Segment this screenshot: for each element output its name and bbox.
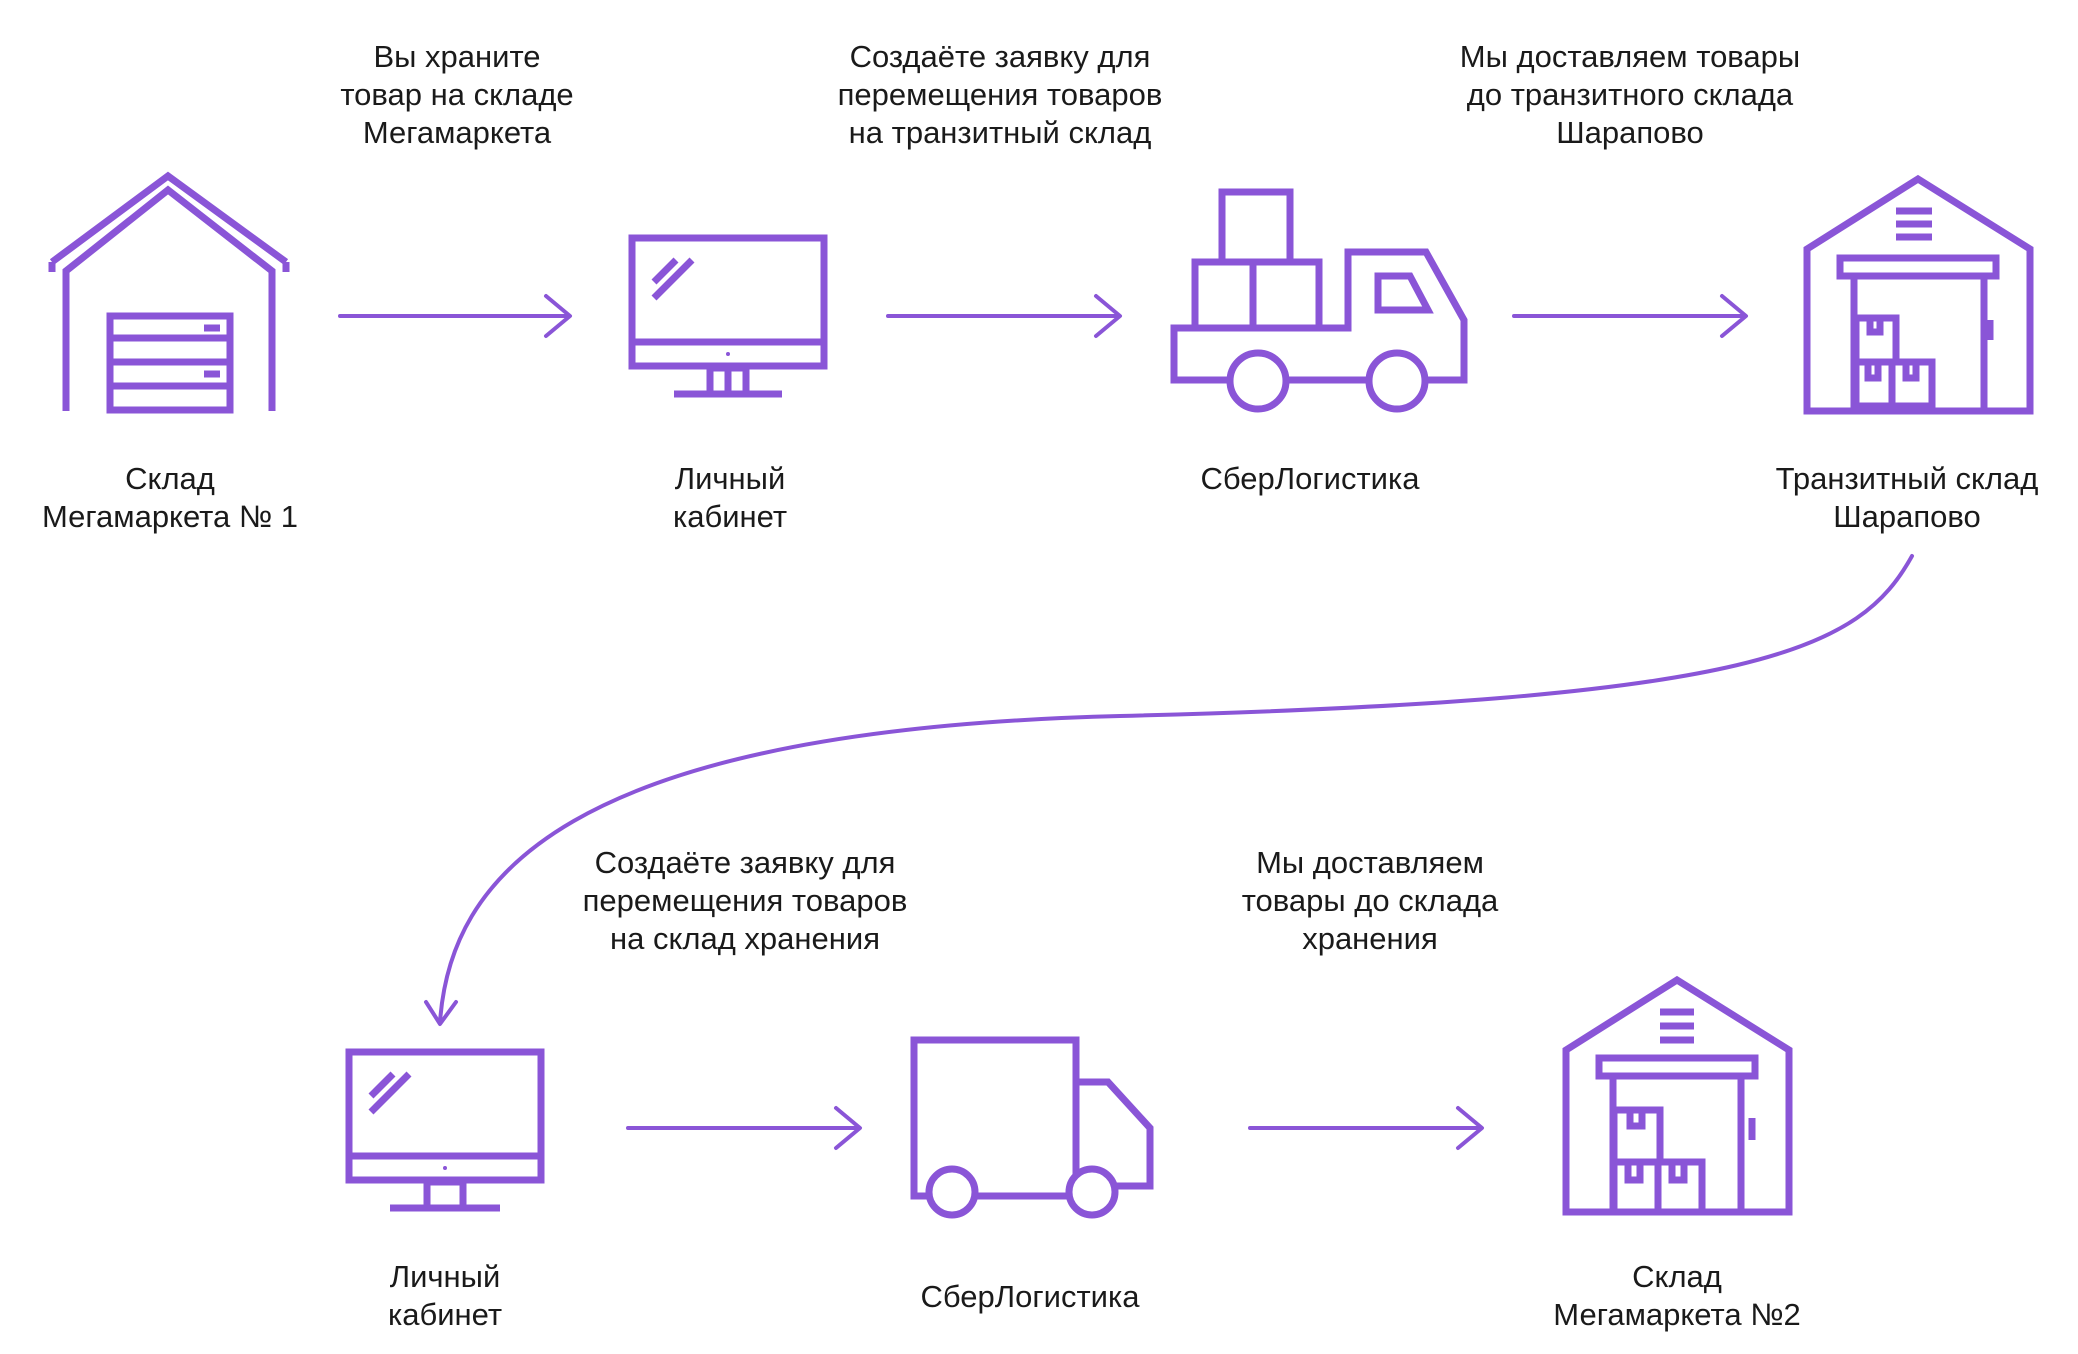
- arrow-3: [1512, 294, 1748, 338]
- arrow-5: [626, 1106, 862, 1150]
- warehouse-boxes-icon: [1562, 975, 1793, 1216]
- step-caption-3: Мы доставляем товары до транзитного скла…: [1459, 39, 1801, 150]
- node-label-warehouse-1: Склад Мегамаркета № 1: [41, 461, 298, 534]
- monitor-icon: [345, 1048, 545, 1212]
- monitor-icon: [628, 234, 828, 398]
- transit-warehouse-icon: [1803, 174, 2034, 415]
- step-caption-1: Вы храните товар на складе Мегамаркета: [340, 39, 574, 150]
- arrow-1: [338, 294, 572, 338]
- arrow-2: [886, 294, 1122, 338]
- node-label-logistics-1: СберЛогистика: [1200, 461, 1420, 496]
- delivery-truck-icon: [1170, 188, 1468, 413]
- node-label-account-2: Личный кабинет: [387, 1259, 503, 1332]
- node-label-transit-warehouse: Транзитный склад Шарапово: [1775, 461, 2039, 534]
- van-icon: [910, 1036, 1154, 1219]
- node-label-account-1: Личный кабинет: [672, 461, 788, 534]
- step-caption-6: Мы доставляем товары до склада хранения: [1241, 845, 1499, 956]
- garage-warehouse-icon: [48, 171, 290, 414]
- step-caption-5: Создаёте заявку для перемещения товаров …: [582, 845, 908, 956]
- arrow-6: [1248, 1106, 1484, 1150]
- curved-arrow: [424, 554, 1914, 1026]
- step-caption-2: Создаёте заявку для перемещения товаров …: [837, 39, 1163, 150]
- node-label-warehouse-2: Склад Мегамаркета №2: [1553, 1259, 1801, 1332]
- node-label-logistics-2: СберЛогистика: [920, 1279, 1140, 1314]
